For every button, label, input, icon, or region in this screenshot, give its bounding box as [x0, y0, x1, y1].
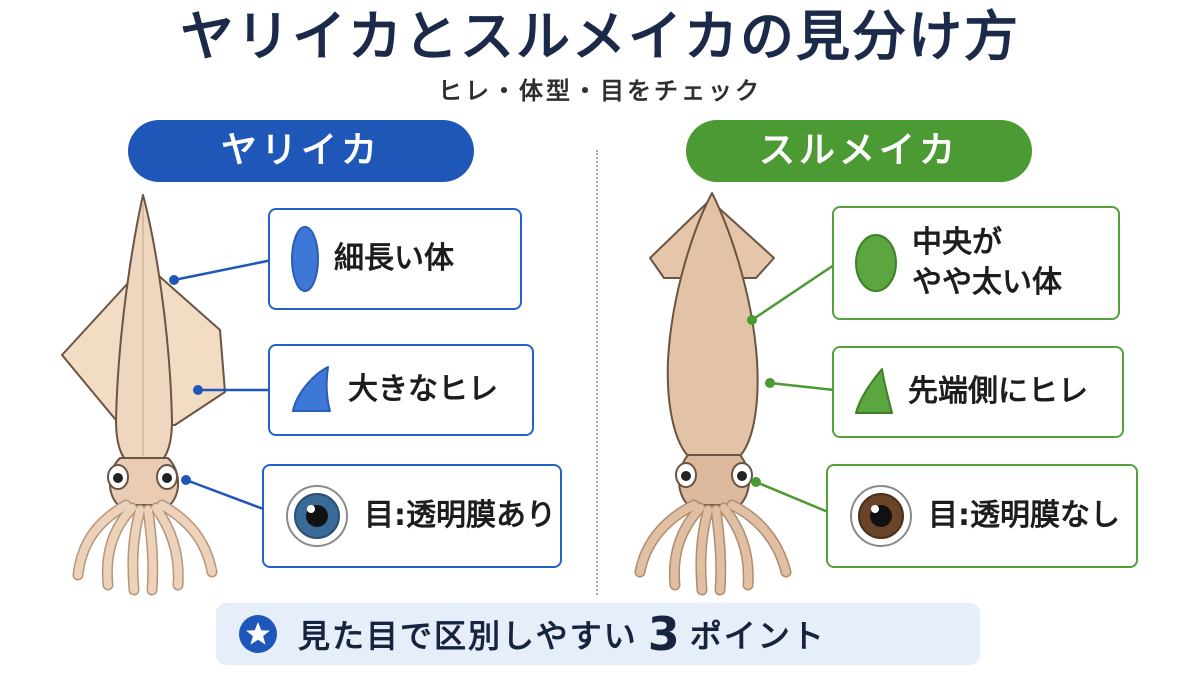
surumeika-connectors — [747, 263, 835, 514]
card-label: 細長い体 — [334, 241, 454, 276]
banner-text-before: 見た目で区別しやすい — [298, 617, 638, 655]
fin-icon — [290, 365, 334, 415]
yariika-card-eye: 目:透明膜あり — [262, 464, 562, 568]
page-title: ヤリイカとスルメイカの見分け方 — [180, 5, 1020, 68]
heading-surumeika: スルメイカ — [686, 120, 1032, 182]
star-icon — [239, 615, 277, 653]
yariika-card-fin: 大きなヒレ — [268, 344, 534, 436]
ellipse-icon — [290, 224, 320, 294]
card-label: 中央が やや太い体 — [912, 225, 1062, 300]
surumeika-card-body: 中央が やや太い体 — [832, 206, 1120, 320]
bottom-banner: 見た目で区別しやすい 3 ポイント — [216, 603, 980, 665]
eye-icon — [848, 483, 914, 549]
page-subtitle: ヒレ・体型・目をチェック — [438, 77, 762, 105]
card-label: 目:透明膜あり — [364, 498, 556, 533]
card-label: 大きなヒレ — [348, 372, 498, 407]
ellipse-icon — [854, 233, 898, 293]
banner-text-after: ポイント — [689, 617, 826, 655]
yariika-card-body: 細長い体 — [268, 208, 522, 310]
card-label: 先端側にヒレ — [908, 374, 1088, 409]
heading-yariika: ヤリイカ — [128, 120, 474, 182]
fin-icon — [854, 367, 894, 417]
banner-number: 3 — [647, 607, 680, 661]
center-divider — [596, 150, 598, 595]
card-label: 目:透明膜なし — [928, 498, 1120, 533]
eye-icon — [284, 483, 350, 549]
surumeika-card-fin: 先端側にヒレ — [832, 346, 1124, 438]
yariika-illustration — [61, 194, 226, 596]
yariika-connectors — [169, 258, 273, 512]
surumeika-card-eye: 目:透明膜なし — [826, 464, 1138, 568]
surumeika-illustration — [634, 192, 792, 596]
